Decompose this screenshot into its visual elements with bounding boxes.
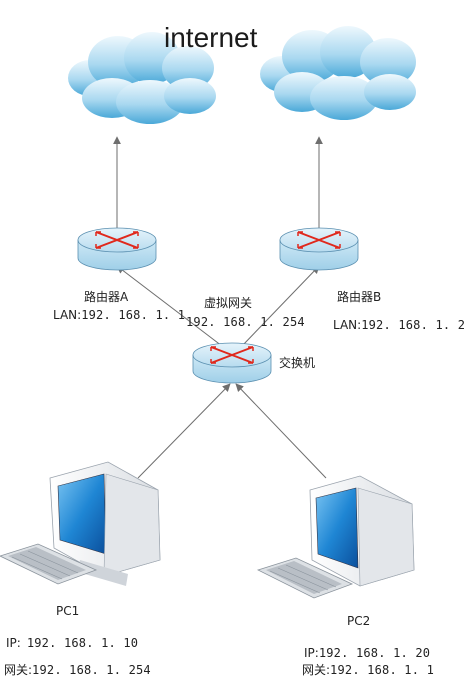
virtual-gateway-ip: 192. 168. 1. 254 [186,315,305,329]
router-a-name: 路由器A [84,290,129,304]
arrow-pc1-to-switch [137,383,231,479]
cloud-right [260,26,416,120]
arrow-switch-to-router-b [241,265,320,347]
arrow-switch-to-router-a [116,265,223,347]
switch-icon [192,342,272,384]
router-a-lan-prefix: LAN: [53,308,82,322]
pc1-name: PC1 [56,604,80,618]
pc2-keyboard-icon [256,557,354,599]
internet-title: internet [164,22,258,53]
pc2-gw: 192. 168. 1. 1 [330,663,434,677]
pc2-name: PC2 [347,614,371,628]
router-b-icon [279,227,359,271]
network-diagram: internet 路由器A LAN:192. 168. 1. 1 虚拟网关 19… [0,22,465,677]
switch-label: 交换机 [279,356,316,370]
pc1-ip-prefix: IP: [6,636,21,650]
router-b-lan-ip: 192. 168. 1. 2 [361,318,465,332]
pc2-ip-line: IP:192. 168. 1. 20 [304,644,430,660]
pc1-ip-line: IP: 192. 168. 1. 10 [6,634,138,650]
pc1-computer-icon [0,461,161,586]
pc1-gw-prefix: 网关: [4,663,33,677]
pc2-ip-prefix: IP: [304,646,319,660]
virtual-gateway-label: 虚拟网关 [204,296,253,310]
pc1-keyboard-icon [0,543,98,585]
pc1-gw-line: 网关:192. 168. 1. 254 [4,661,151,677]
router-a-lan-ip: 192. 168. 1. 1 [81,308,186,322]
router-a-lan: LAN:192. 168. 1. 1 [53,306,185,322]
pc2-computer-icon [256,475,415,599]
router-b-name: 路由器B [337,290,382,304]
arrow-pc2-to-switch [235,383,327,479]
router-b-lan-prefix: LAN: [333,318,362,332]
cloud-left [68,32,216,124]
pc2-ip: 192. 168. 1. 20 [318,646,431,660]
router-a-icon [77,227,157,271]
router-b-lan: LAN:192. 168. 1. 2 [333,316,465,332]
pc1-gw: 192. 168. 1. 254 [32,663,151,677]
pc1-ip: 192. 168. 1. 10 [26,636,139,650]
pc2-gw-line: 网关:192. 168. 1. 1 [302,661,434,677]
pc2-gw-prefix: 网关: [302,663,331,677]
